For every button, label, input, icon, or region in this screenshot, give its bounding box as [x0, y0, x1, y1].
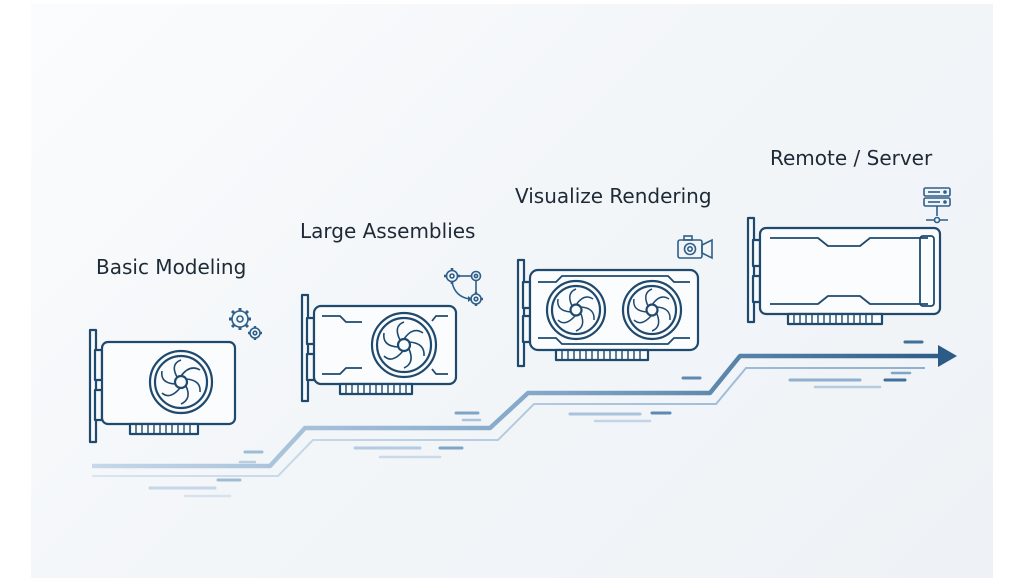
gears-icon [229, 308, 262, 340]
tier-label-basic-modeling: Basic Modeling [96, 255, 246, 279]
tier-remote-server: Remote / Server [746, 146, 951, 326]
arrow-head [938, 345, 957, 367]
tier-large-assemblies: Large Assemblies [300, 219, 483, 403]
progress-line-main [92, 353, 950, 469]
tier-label-visualize-rendering: Visualize Rendering [515, 184, 712, 208]
gpu-card-single-fan [300, 293, 458, 403]
gpu-card-dual-fan [516, 258, 700, 368]
tier-label-large-assemblies: Large Assemblies [300, 219, 475, 243]
tier-visualize-rendering: Visualize Rendering [515, 184, 713, 368]
progress-line-secondary [92, 367, 925, 477]
server-icon [923, 187, 951, 224]
gpu-card-single-fan-small [88, 328, 237, 444]
speed-dashes [148, 340, 924, 498]
workflow-icon [444, 268, 483, 306]
camera-icon [677, 235, 713, 260]
progress-path [92, 340, 957, 498]
tier-basic-modeling: Basic Modeling [88, 255, 262, 444]
gpu-card-blower [746, 216, 942, 326]
tier-label-remote-server: Remote / Server [770, 146, 933, 170]
